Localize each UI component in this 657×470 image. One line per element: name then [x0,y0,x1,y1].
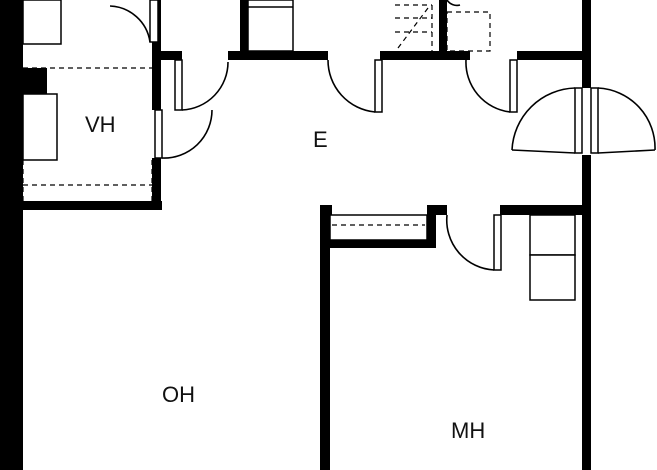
wall-left-outer [0,0,23,470]
door-top-left [109,0,159,43]
wall-mh-top-c [500,205,582,215]
door-corridor-1 [327,59,383,113]
wall-top-stub-3 [439,0,447,51]
wall-vh-right-a [152,60,161,110]
door-vh-lower [154,109,213,159]
wall-closet-bottom [330,240,436,248]
wall-corridor-top-c [380,51,470,60]
room-label-e: E [313,127,328,152]
closet-shelf [329,214,428,241]
fixture-top-arc [446,0,461,7]
stair-diag [397,7,429,49]
wall-right-outer-a [582,0,591,88]
room-label-oh: OH [162,382,195,407]
wardrobe-mh-a [529,214,576,256]
wall-vh-right-b [152,158,161,210]
walls [0,0,591,470]
wall-mh-left [320,205,330,470]
wall-left-block [23,68,47,94]
wall-right-outer-b [582,155,591,470]
wall-vh-right [152,51,162,60]
door-vh-upper [174,59,229,111]
wall-corridor-top-a [152,51,182,60]
wall-top-stub-2 [240,0,248,51]
wall-closet-stub [427,205,436,245]
door-entrance-double [511,87,656,154]
shower-area [446,11,491,52]
doors [109,0,656,271]
wall-mh-top-b [427,205,447,215]
room-label-mh: MH [451,418,485,443]
wall-corridor-top-b [228,51,328,60]
wall-vh-bottom [23,201,162,210]
cabinet-top-middle [247,0,294,52]
wardrobe-mh-b [529,254,576,301]
room-label-vh: VH [85,112,116,137]
cabinet-vh-left [22,93,58,161]
door-mh [445,214,502,271]
fixtures [22,0,576,301]
cabinet-top-left [22,0,62,45]
door-corridor-2 [465,59,518,113]
wall-corridor-top-d [517,51,591,60]
dashed-lines [22,4,491,201]
